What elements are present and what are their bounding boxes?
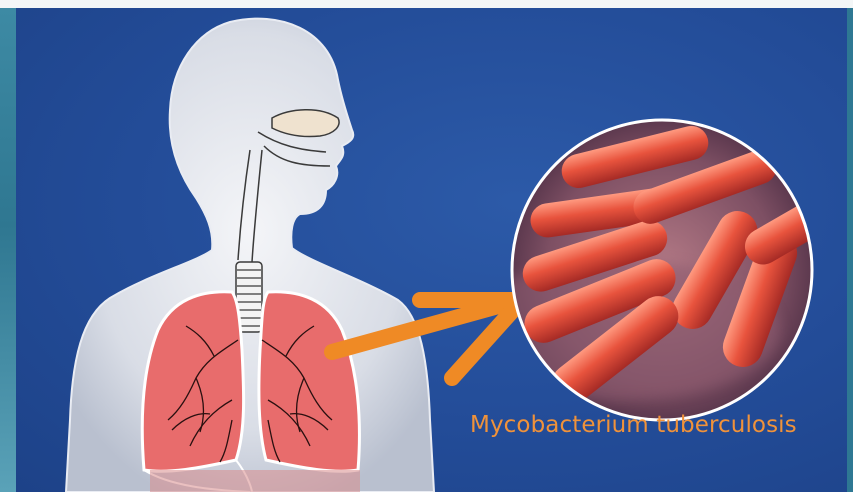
magnified-bacteria-icon (460, 120, 852, 420)
human-silhouette-icon (66, 19, 434, 492)
caption-label: Mycobacterium tuberculosis (470, 412, 850, 438)
